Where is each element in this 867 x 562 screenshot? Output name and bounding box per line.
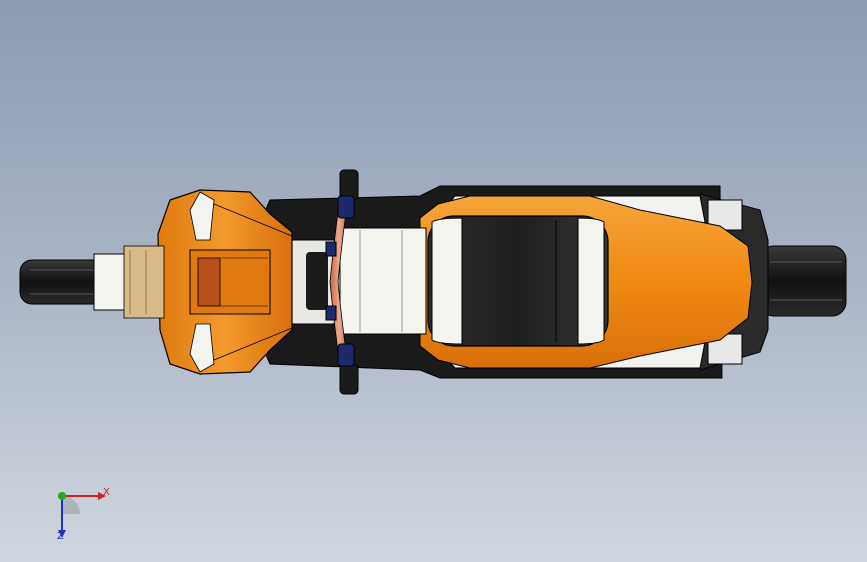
triad-axes <box>58 492 106 538</box>
reference-triad: X Z <box>40 478 120 548</box>
rear-tire <box>759 245 847 317</box>
z-axis-label: Z <box>57 531 64 542</box>
mid-panel <box>339 227 427 335</box>
grip-right <box>339 363 359 395</box>
x-axis-label: X <box>103 487 110 498</box>
y-axis-dot <box>58 492 66 500</box>
rider-seat <box>427 215 609 347</box>
